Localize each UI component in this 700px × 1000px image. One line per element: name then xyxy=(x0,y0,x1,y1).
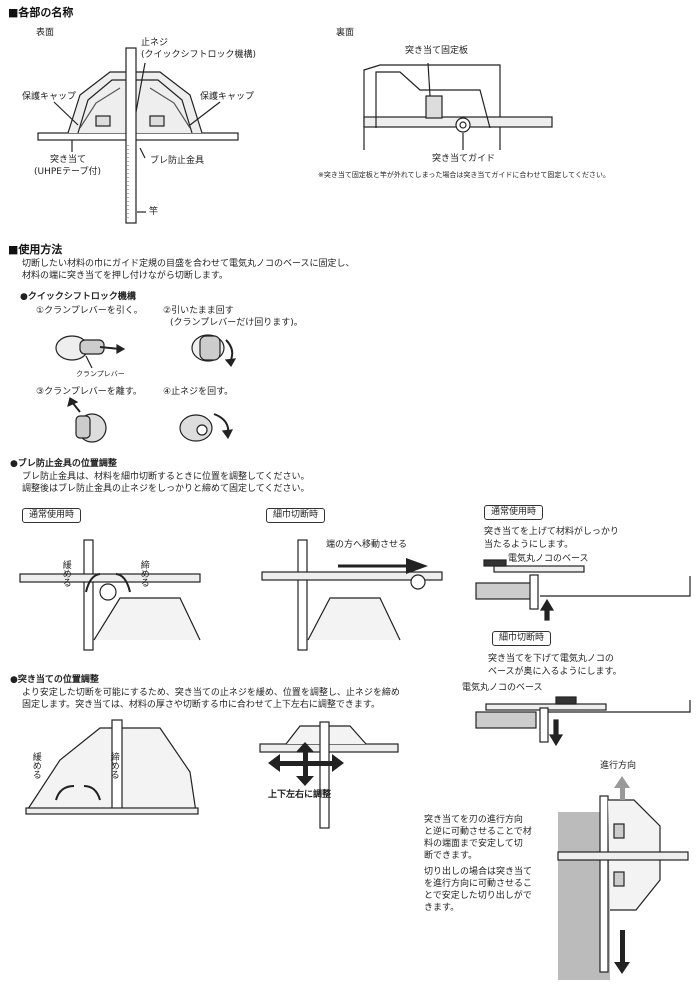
direction-desc-5: 切り出しの場合は突き当て xyxy=(424,867,533,877)
label-fence: 突き当て xyxy=(50,155,87,165)
adjust-label: 上下左右に調整 xyxy=(268,790,332,800)
direction-desc-6: を進行方向に可動させるこ xyxy=(424,879,533,889)
quick-step-4: ④止ネジを回す。 xyxy=(163,387,234,397)
direction-label: 進行方向 xyxy=(600,761,637,771)
usage-text-1: 切断したい材料の巾にガイド定規の目盛を合わせて電気丸ノコのベースに固定し、 xyxy=(22,259,355,269)
section-heading-names: ■各部の名称 xyxy=(8,6,74,19)
label-cap-left: 保護キャップ xyxy=(22,92,77,102)
label-quick-shift: (クイックシフトロック機構) xyxy=(141,50,257,60)
usage-text-2: 材料の端に突き当てを押し付けながら切断します。 xyxy=(22,271,228,281)
quick-step-2: ②引いたまま回す xyxy=(163,306,234,316)
back-label: 裏面 xyxy=(336,28,355,38)
label-rod: 竿 xyxy=(149,207,159,217)
right-narrow-desc-2: ベースが奥に入るようにします。 xyxy=(488,667,622,677)
quick-step-3: ③クランプレバーを離す。 xyxy=(36,387,142,397)
right-narrow-desc-1: 突き当てを下げて電気丸ノコの xyxy=(488,654,614,664)
loosen-label-2: 緩める xyxy=(30,752,41,779)
label-stop-screw: 止ネジ xyxy=(141,38,169,48)
label-fence-plate: 突き当て固定板 xyxy=(405,46,469,56)
anti-wobble-text-1: ブレ防止金具は、材料を細巾切断するときに位置を調整してください。 xyxy=(22,472,310,482)
box-narrow-cut: 細巾切断時 xyxy=(266,508,326,523)
lever-label: クランプレバー xyxy=(76,370,125,378)
label-base-1: 電気丸ノコのベース xyxy=(508,554,589,564)
anti-wobble-title: ●ブレ防止金具の位置調整 xyxy=(10,459,117,469)
fence-adjust-text-1: より安定した切断を可能にするため、突き当ての止ネジを緩め、位置を調整し、止ネジを… xyxy=(22,688,400,698)
right-normal-desc-2: 当たるようにします。 xyxy=(484,540,574,550)
quick-step-2b: (クランプレバーだけ回ります)。 xyxy=(170,318,303,328)
direction-desc-1: 突き当てを刃の進行方向 xyxy=(424,815,523,825)
right-normal-desc-1: 突き当てを上げて材料がしっかり xyxy=(484,527,619,537)
label-cap-right: 保護キャップ xyxy=(200,92,255,102)
label-fence-tape: (UHPEテープ付) xyxy=(34,167,101,177)
tighten-label-2: 締める xyxy=(108,752,119,779)
front-label: 表面 xyxy=(36,28,55,38)
direction-desc-8: きます。 xyxy=(424,903,460,913)
tighten-label-1: 締める xyxy=(138,560,149,587)
box-normal-use: 通常使用時 xyxy=(22,508,82,523)
label-material-1: 材 料 xyxy=(484,586,505,596)
direction-desc-3: 料の端面まで安定して切 xyxy=(424,839,523,849)
direction-desc-2: と逆に可動させることで材 xyxy=(424,827,532,837)
box-right-normal: 通常使用時 xyxy=(484,505,544,520)
section-heading-usage: ■使用方法 xyxy=(8,243,63,256)
label-base-2: 電気丸ノコのベース xyxy=(462,683,543,693)
direction-desc-4: 断できます。 xyxy=(424,851,478,861)
label-anti-wobble: ブレ防止金具 xyxy=(150,156,205,166)
back-note: ※突き当て固定板と竿が外れてしまった場合は突き当てガイドに合わせて固定してくださ… xyxy=(318,171,610,179)
move-to-end-label: 端の方へ移動させる xyxy=(326,540,408,550)
label-fence-guide: 突き当てガイド xyxy=(432,154,496,164)
quick-step-1: ①クランプレバーを引く。 xyxy=(36,306,143,316)
anti-wobble-text-2: 調整後はブレ防止金具の止ネジをしっかりと締めて固定してください。 xyxy=(22,484,310,494)
label-material-2: 材 料 xyxy=(492,715,513,725)
loosen-label-1: 緩める xyxy=(60,560,71,587)
fence-adjust-text-2: 固定します。突き当ては、材料の厚さや切断する巾に合わせて上下左右に調整できます。 xyxy=(22,700,381,710)
box-right-narrow: 細巾切断時 xyxy=(492,631,552,646)
quick-shift-title: ●クイックシフトロック機構 xyxy=(20,292,136,302)
fence-adjust-title: ●突き当ての位置調整 xyxy=(10,675,99,685)
direction-desc-7: とで安定した切り出しがで xyxy=(424,891,532,901)
